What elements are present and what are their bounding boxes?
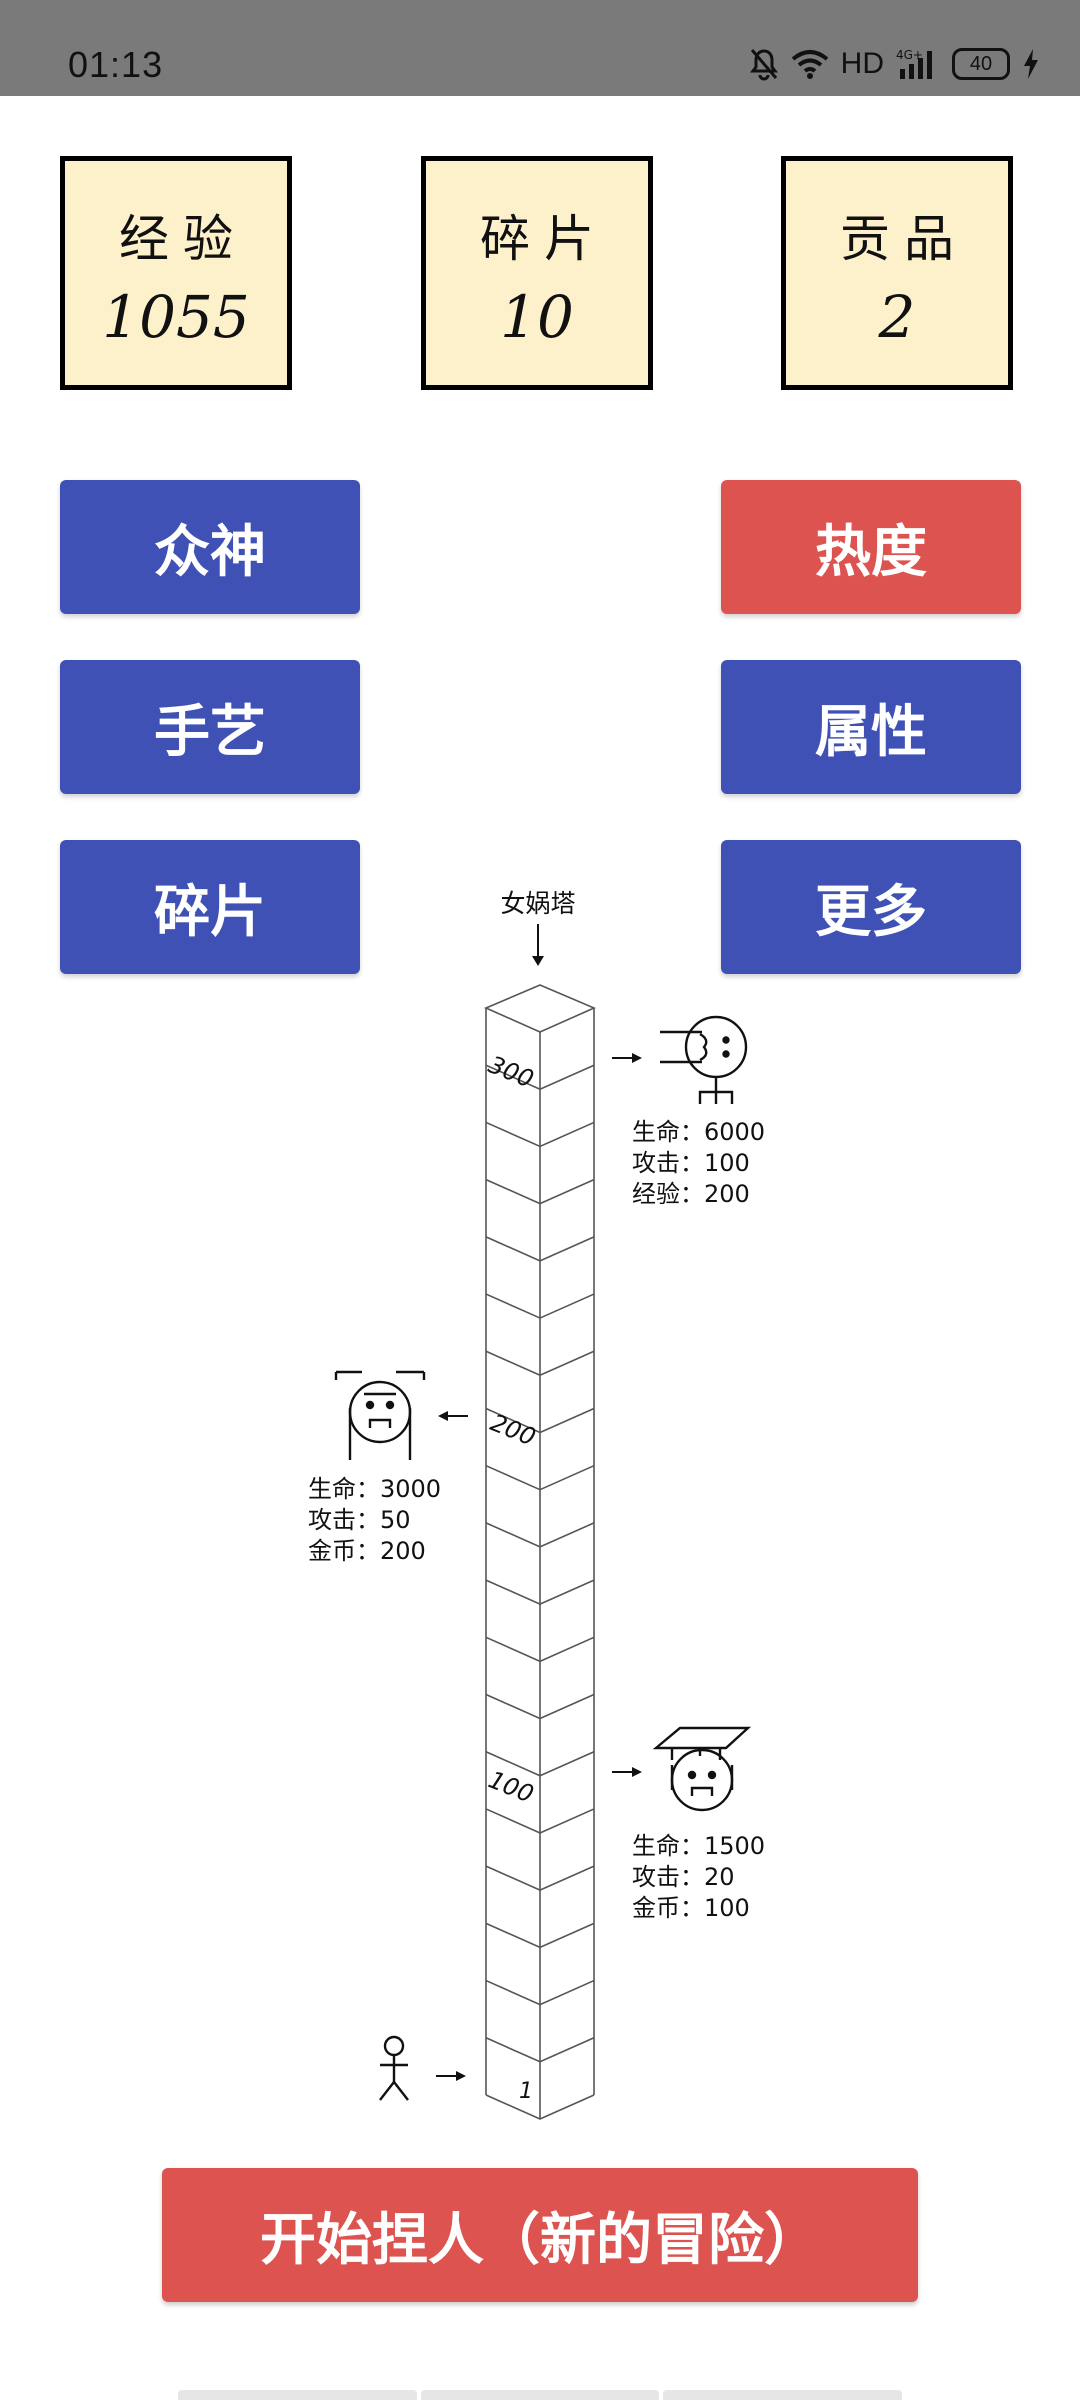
tower-floor-divider [485, 1808, 595, 1834]
boss-200-hp: 生命：3000 [308, 1475, 441, 1503]
floor-label-1: 1 [519, 2079, 533, 2104]
boss-200-icon [334, 1370, 426, 1460]
bottom-tab-strip [178, 2390, 903, 2400]
signal-icon: 4G+ [896, 48, 932, 79]
fragments-button[interactable]: 碎片 [60, 840, 360, 974]
boss-200-attack: 攻击：50 [308, 1506, 411, 1534]
boss-100-attack: 攻击：20 [632, 1863, 735, 1891]
tower-floor-divider [485, 1636, 595, 1663]
start-adventure-button[interactable]: 开始捏人（新的冒险） [162, 2168, 918, 2302]
stat-value: 10 [500, 283, 574, 351]
left-arrow-icon [438, 1411, 468, 1421]
right-arrow-icon [612, 1053, 642, 1063]
boss-200-reward: 金币：200 [308, 1537, 426, 1565]
tower-floor-divider [485, 1407, 595, 1434]
tower-floor-divider [485, 1865, 595, 1892]
status-bar: 01:13 HD 4G+ 40 [0, 0, 1080, 96]
right-arrow-icon [436, 2071, 466, 2081]
battery-icon: 40 [952, 48, 1010, 80]
boss-300-icon [660, 1015, 748, 1104]
wifi-icon [791, 50, 828, 79]
tower-floor-divider [485, 1979, 595, 2006]
down-arrow-icon [532, 924, 544, 966]
status-icons: HD 4G+ 40 [749, 44, 1040, 84]
tower-floor-divider [485, 1922, 595, 1949]
tower-title: 女娲塔 [500, 889, 575, 918]
tower-floor-divider [485, 1693, 595, 1720]
gods-button[interactable]: 众神 [60, 480, 360, 614]
stat-label: 经验 [119, 210, 247, 268]
tower-floor-divider [485, 1064, 595, 1091]
bottom-tab[interactable] [420, 2390, 660, 2400]
right-arrow-icon [612, 1767, 642, 1777]
stat-card-fragments: 碎片 10 [421, 156, 653, 390]
tower-floor-divider [485, 1350, 595, 1377]
player-figure-icon [379, 2035, 409, 2101]
tower-floor-divider [485, 1121, 595, 1148]
stat-card-tributes: 贡品 2 [781, 156, 1013, 390]
status-time: 01:13 [68, 44, 164, 85]
tower-body [483, 984, 597, 2120]
tower-floor-divider [485, 1236, 595, 1262]
cell-type-label: 4G+ [896, 48, 923, 62]
bottom-tab[interactable] [663, 2390, 903, 2400]
stat-label: 贡品 [840, 210, 968, 268]
tower-floor-divider [485, 1579, 595, 1605]
craft-button[interactable]: 手艺 [60, 660, 360, 794]
stat-value: 2 [878, 283, 916, 351]
bottom-tab[interactable] [178, 2390, 417, 2400]
floor-label-200: 200 [487, 1408, 540, 1451]
mute-icon [749, 49, 778, 81]
more-button[interactable]: 更多 [721, 840, 1021, 974]
boss-300-reward: 经验：200 [632, 1180, 750, 1208]
network-type: HD [840, 47, 884, 80]
tower-floor-divider [485, 1293, 595, 1319]
tower-floor-divider [485, 1464, 595, 1491]
floor-label-300: 300 [485, 1050, 538, 1093]
tower-floor-divider [485, 2037, 595, 2063]
charging-icon [1024, 49, 1038, 79]
boss-300-hp: 生命：6000 [632, 1118, 765, 1146]
tower-floor-divider [485, 1522, 595, 1548]
attributes-button[interactable]: 属性 [721, 660, 1021, 794]
boss-100-icon [652, 1726, 752, 1812]
stat-value: 1055 [102, 283, 250, 351]
boss-100-reward: 金币：100 [632, 1894, 750, 1922]
heat-button[interactable]: 热度 [721, 480, 1021, 614]
boss-300-attack: 攻击：100 [632, 1149, 750, 1177]
boss-100-hp: 生命：1500 [632, 1832, 765, 1860]
stat-label: 碎片 [480, 210, 608, 268]
stat-card-experience: 经验 1055 [60, 156, 292, 390]
tower-floor-divider [485, 1751, 595, 1777]
tower-diagram: 女娲塔 300 200 100 1 生命：6000 攻击：100 经验：200 [308, 889, 765, 2120]
tower-floor-divider [485, 1178, 595, 1205]
